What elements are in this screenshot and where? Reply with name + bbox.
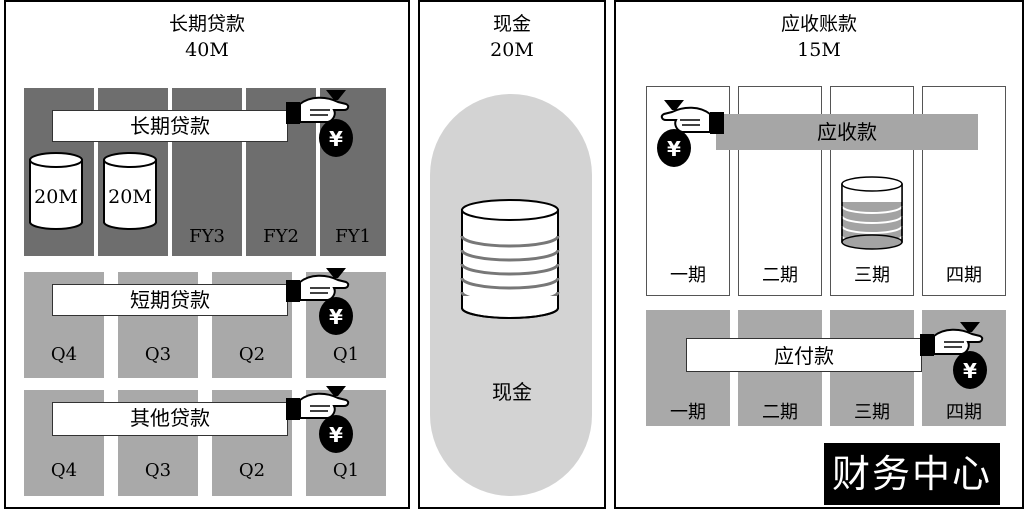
short-column-label: Q4 [50, 344, 78, 365]
other-column-label: Q1 [332, 460, 360, 481]
short-column-label: Q1 [332, 344, 360, 365]
cash-panel: 现金 20M 现金 [418, 0, 606, 509]
other-column-label: Q3 [144, 460, 172, 481]
finance-center-badge: 财务中心 [824, 443, 1000, 505]
period-label: 一期 [670, 265, 706, 286]
short-loan-bar: 短期贷款 [52, 284, 288, 316]
long-column-label: FY2 [263, 226, 299, 247]
short-column-label: Q3 [144, 344, 172, 365]
period-label: 四期 [946, 402, 982, 423]
coin-stack-icon [103, 152, 157, 230]
long-loan-panel: 长期贷款 40M FY3 FY2 FY1 20M 20M 长期贷款 Q4 Q3 … [4, 0, 410, 509]
receivable-bar: 应收款 [716, 114, 978, 150]
receivable-title: 应收账款 [780, 13, 857, 35]
cylinder-label: 20M [34, 186, 78, 208]
short-column-label: Q2 [238, 344, 266, 365]
period-label: 三期 [854, 402, 890, 423]
payable-bar: 应付款 [686, 338, 922, 372]
period-label: 二期 [762, 265, 798, 286]
long-column-label: FY3 [189, 226, 225, 247]
period-label: 三期 [854, 265, 890, 286]
hand-money-bag-icon [286, 386, 356, 456]
cash-title: 现金 [492, 13, 531, 35]
long-loan-bar: 长期贷款 [52, 110, 288, 142]
coin-stack-icon [460, 199, 560, 319]
long-loan-title: 长期贷款 [168, 13, 245, 35]
coin-stack-icon [841, 176, 903, 250]
hand-money-bag-icon [286, 90, 356, 160]
other-column-label: Q4 [50, 460, 78, 481]
long-loan-amount: 40M [185, 39, 229, 61]
other-column-label: Q2 [238, 460, 266, 481]
other-loan-bar: 其他贷款 [52, 402, 288, 436]
hand-money-bag-icon [654, 100, 724, 170]
receivable-amount: 15M [797, 39, 841, 61]
hand-money-bag-icon [286, 268, 356, 338]
period-label: 一期 [670, 402, 706, 423]
period-label: 四期 [946, 265, 982, 286]
cash-label: 现金 [492, 380, 532, 404]
hand-money-bag-icon [920, 322, 990, 392]
cylinder-label: 20M [108, 186, 152, 208]
long-column-label: FY1 [335, 226, 371, 247]
receivable-panel: 应收账款 15M 一期 二期 三期 四期 应收款 一期 二期 三期 四期 应付款 [614, 0, 1024, 509]
cash-amount: 20M [490, 39, 534, 61]
coin-stack-icon [29, 152, 83, 230]
period-label: 二期 [762, 402, 798, 423]
